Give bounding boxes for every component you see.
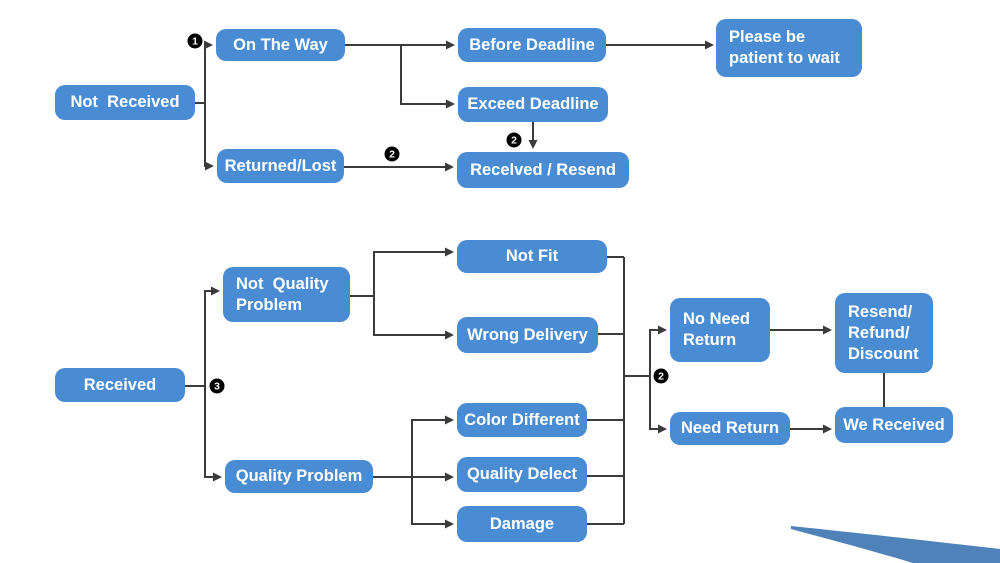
arrowhead-icon	[445, 472, 454, 482]
node-quality-problem: Quality Problem	[225, 460, 373, 493]
node-label-damage: Damage	[489, 514, 555, 533]
step-badge-2: 2	[384, 146, 400, 162]
swoosh-decoration-icon	[791, 526, 1000, 563]
node-label-before-deadline: Before Deadline	[469, 35, 595, 54]
arrowhead-icon	[445, 162, 454, 172]
arrowhead-icon	[445, 519, 454, 529]
node-on-the-way: On The Way	[216, 29, 345, 61]
arrowhead-icon	[445, 330, 454, 340]
node-label-we-received: We Received	[843, 415, 945, 434]
arrowhead-icon	[445, 247, 454, 257]
node-received-resend: Recelved / Resend	[457, 152, 629, 188]
node-label-no-need-return: No Need Return	[683, 310, 750, 349]
connector-line	[411, 477, 448, 525]
node-label-not-received: Not Received	[70, 93, 180, 111]
connector-line	[194, 44, 207, 104]
node-not-fit: Not Fit	[457, 240, 607, 273]
arrowhead-icon	[445, 415, 454, 425]
arrowhead-icon	[211, 286, 220, 296]
node-please-wait: Please be patient to wait	[716, 19, 862, 77]
node-color-different: Color Different	[457, 403, 587, 437]
node-not-quality-problem: Not Quality Problem	[223, 267, 350, 322]
node-label-not-fit: Not Fit	[505, 247, 559, 265]
node-returned-lost: Returned/Lost	[217, 149, 344, 183]
arrowhead-icon	[705, 40, 714, 50]
node-before-deadline: Before Deadline	[458, 28, 606, 62]
arrowhead-icon	[446, 40, 455, 50]
node-received: Received	[55, 368, 185, 402]
step-badge-1: 1	[187, 33, 203, 49]
step-badge-3: 3	[209, 378, 225, 394]
connector-line	[649, 376, 661, 430]
connector-line	[185, 290, 214, 387]
node-label-need-return: Need Return	[680, 419, 780, 437]
connector-line	[373, 296, 448, 336]
node-we-received: We Received	[835, 407, 953, 443]
node-damage: Damage	[457, 506, 587, 542]
arrowhead-icon	[823, 424, 832, 434]
arrowhead-icon	[658, 325, 667, 335]
node-label-quality-problem: Quality Problem	[235, 467, 363, 485]
arrowhead-icon	[823, 325, 832, 335]
arrowhead-icon	[658, 424, 667, 434]
arrowhead-icon	[446, 99, 455, 109]
node-not-received: Not Received	[55, 85, 195, 120]
node-label-quality-delect: Quality Delect	[466, 465, 578, 483]
connector-line	[204, 386, 216, 478]
node-label-wrong-delivery: Wrong Delivery	[467, 325, 588, 344]
arrowhead-icon	[213, 472, 222, 482]
connector-line	[373, 251, 448, 296]
node-label-color-different: Color Different	[464, 410, 580, 429]
node-label-returned-lost: Returned/Lost	[224, 156, 337, 175]
arrowhead-icon	[205, 161, 214, 171]
connector-line	[411, 419, 448, 477]
node-no-need-return: No Need Return	[670, 298, 770, 362]
node-label-received: Received	[83, 375, 157, 394]
node-need-return: Need Return	[670, 412, 790, 445]
node-label-received-resend: Recelved / Resend	[470, 160, 616, 179]
node-resend-refund-discount: Resend/ Refund/ Discount	[835, 293, 933, 373]
node-label-on-the-way: On The Way	[233, 35, 328, 54]
arrowhead-icon	[204, 40, 213, 50]
connector-line	[649, 329, 661, 376]
node-wrong-delivery: Wrong Delivery	[457, 317, 598, 353]
node-exceed-deadline: Exceed Deadline	[458, 87, 608, 122]
node-label-not-quality-problem: Not Quality Problem	[236, 274, 329, 314]
step-badge-2: 2	[506, 132, 522, 148]
node-label-resend-refund-discount: Resend/ Refund/ Discount	[848, 302, 919, 363]
node-label-exceed-deadline: Exceed Deadline	[467, 95, 599, 113]
connector-line	[400, 45, 449, 105]
node-quality-delect: Quality Delect	[457, 457, 587, 492]
node-label-please-wait: Please be patient to wait	[729, 28, 840, 67]
step-badge-2: 2	[653, 368, 669, 384]
arrowhead-icon	[528, 140, 538, 149]
connector-line	[204, 103, 208, 167]
